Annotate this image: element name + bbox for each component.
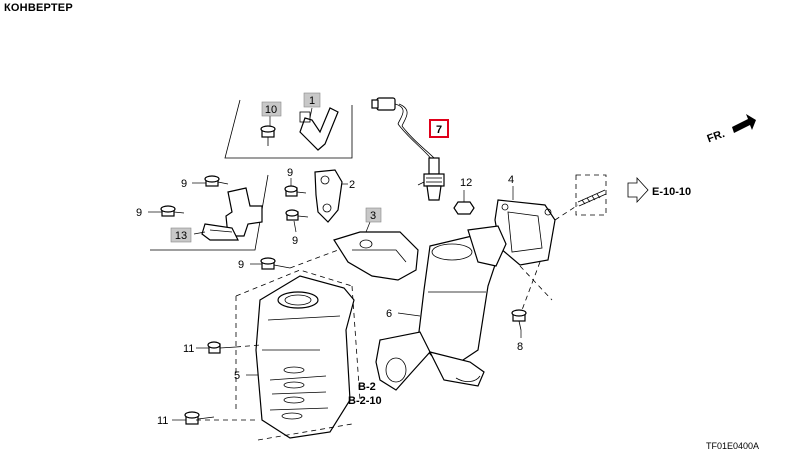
nut-12: [453, 190, 475, 215]
callout-9-b[interactable]: 9: [136, 207, 142, 219]
gasket-4: [494, 186, 556, 266]
callout-8[interactable]: 8: [517, 341, 523, 353]
bolt-9-d: [285, 209, 309, 233]
stud-bolt: [554, 174, 649, 221]
reference-b-2-10[interactable]: B-2-10: [348, 395, 382, 407]
bracket-3: [333, 221, 419, 281]
group-bracket-1: [224, 99, 353, 159]
callout-1-label: 1: [309, 95, 315, 107]
bolt-9-e: [250, 257, 291, 270]
bolt-9-a: [204, 175, 229, 187]
assembly-guide-lines: [196, 249, 553, 441]
callout-13-label: 13: [175, 230, 187, 242]
callout-2[interactable]: 2: [349, 179, 355, 191]
callout-11-a[interactable]: 11: [183, 343, 194, 355]
reference-b-2[interactable]: B-2: [358, 381, 376, 393]
heat-shield-5: [235, 269, 361, 439]
reference-e-10-10[interactable]: E-10-10: [652, 186, 691, 198]
catalytic-converter-6: [375, 225, 507, 391]
bolt-11-b: [172, 411, 215, 425]
drawing-code: TF01E0400A: [706, 441, 760, 451]
bracket-2: [314, 169, 348, 223]
callout-5[interactable]: 5: [234, 370, 240, 382]
page-title: КОНВЕРТЕР: [4, 2, 73, 14]
callout-1[interactable]: 1: [303, 92, 321, 108]
group-bracket-13: [148, 174, 269, 251]
bolt-11-a: [196, 341, 237, 354]
bolt-8: [511, 261, 541, 338]
callout-13[interactable]: 13: [170, 227, 192, 243]
callout-9-a[interactable]: 9: [181, 178, 187, 190]
front-label: FR.: [706, 128, 727, 145]
callout-3[interactable]: 3: [365, 207, 382, 223]
callout-7-highlighted[interactable]: 7: [429, 119, 449, 138]
oxygen-sensor-7: [371, 97, 445, 201]
callout-9-d[interactable]: 9: [292, 235, 298, 247]
callout-9-c[interactable]: 9: [287, 167, 293, 179]
callout-9-e[interactable]: 9: [238, 259, 244, 271]
callout-12[interactable]: 12: [460, 177, 472, 189]
callout-3-label: 3: [370, 210, 376, 222]
callout-4[interactable]: 4: [508, 174, 514, 186]
callout-10-label: 10: [265, 104, 277, 116]
bolt-9-c: [284, 178, 307, 197]
bolt-9-b: [160, 205, 185, 217]
callout-10[interactable]: 10: [261, 101, 282, 117]
callout-7-label: 7: [436, 124, 442, 136]
callout-6[interactable]: 6: [386, 308, 392, 320]
front-direction-arrow-icon: [732, 114, 756, 133]
bolt-10: [260, 125, 276, 146]
callout-11-b[interactable]: 11: [157, 415, 168, 427]
